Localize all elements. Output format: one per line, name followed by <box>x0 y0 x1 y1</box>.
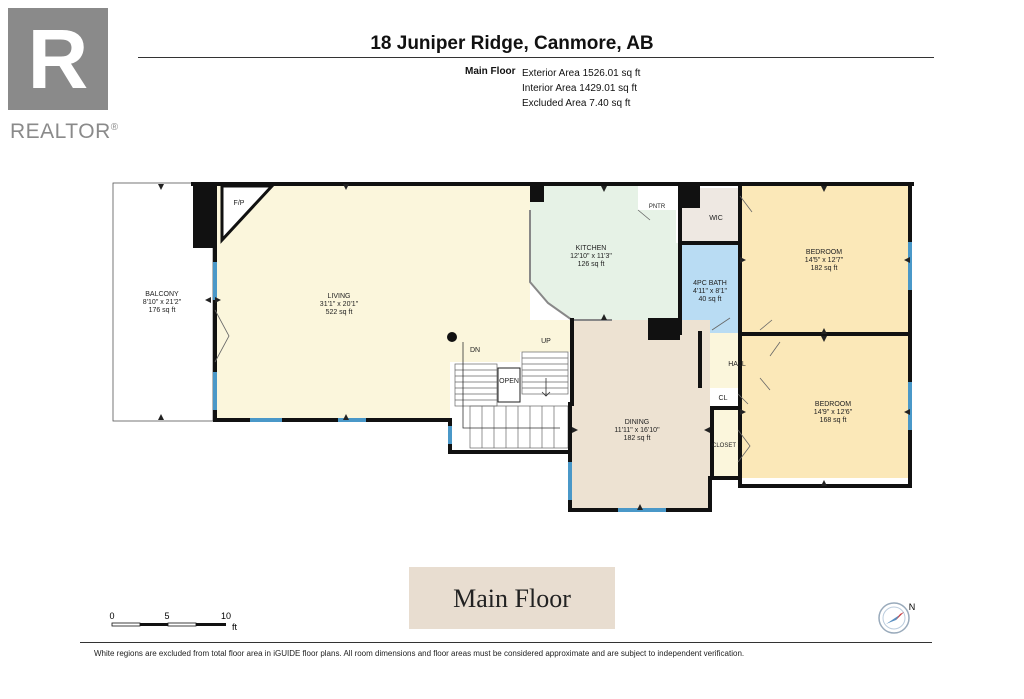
doors <box>214 195 781 463</box>
balcony-dims: 8'10" x 21'2" <box>143 299 182 306</box>
pntr-name: PNTR <box>649 204 666 210</box>
room-labels: BALCONY 8'10" x 21'2" 176 sq ft F/P LIVI… <box>143 200 853 449</box>
kitchen-name: KITCHEN <box>576 245 607 252</box>
cl-name: CL <box>719 395 728 402</box>
fireplace <box>220 184 276 244</box>
bedroom2-area <box>740 336 910 478</box>
dining-dims: 11'11" x 16'10" <box>614 427 660 434</box>
page-title: 18 Juniper Ridge, Canmore, AB <box>370 33 654 54</box>
wall-block <box>648 318 680 340</box>
balcony-name: BALCONY <box>145 291 179 298</box>
staircase <box>454 342 569 449</box>
scale-label-5: 5 <box>164 611 169 621</box>
floor-legend-text: Main Floor <box>453 584 571 613</box>
area-summary: Exterior Area 1526.01 sq ft Interior Are… <box>522 66 640 111</box>
fp-name: F/P <box>234 200 245 207</box>
dining-size: 182 sq ft <box>624 435 651 442</box>
bath-name: 4PC BATH <box>693 280 727 287</box>
balcony-size: 176 sq ft <box>149 307 176 314</box>
realtor-r-icon: R <box>28 12 89 106</box>
open-label: OPEN <box>499 378 519 385</box>
dining-area <box>572 320 710 510</box>
compass-north: N <box>909 602 916 612</box>
footer-divider <box>80 642 932 643</box>
scale-label-10: 10 <box>221 611 231 621</box>
kitchen-area <box>530 186 680 320</box>
interior-area: Interior Area 1429.01 sq ft <box>522 83 638 94</box>
header-divider <box>138 57 934 58</box>
dimension-ticks <box>158 184 910 510</box>
exterior-area: Exterior Area 1526.01 sq ft <box>522 68 641 79</box>
svg-text:R: R <box>28 12 89 106</box>
realtor-logo: R REALTOR® <box>8 8 122 143</box>
living-name: LIVING <box>328 293 351 300</box>
bedroom2-dims: 14'9" x 12'6" <box>814 409 853 416</box>
scale-label-0: 0 <box>109 611 114 621</box>
closet-name: CLOSET <box>712 443 736 449</box>
kitchen-counter <box>529 210 612 321</box>
bedroom2-size: 168 sq ft <box>820 417 847 424</box>
bedroom1-name: BEDROOM <box>806 249 842 256</box>
dining-name: DINING <box>625 419 650 426</box>
disclaimer: White regions are excluded from total fl… <box>94 649 745 658</box>
excluded-area: Excluded Area 7.40 sq ft <box>522 98 631 109</box>
newel-post <box>447 332 457 342</box>
bedroom1-size: 182 sq ft <box>811 265 838 272</box>
living-dims: 31'1" x 20'1" <box>320 301 359 308</box>
bath-dims: 4'11" x 8'1" <box>693 288 727 295</box>
up-label: UP <box>541 338 551 345</box>
bedroom1-area <box>740 186 910 332</box>
wic-name: WIC <box>709 215 723 222</box>
floor-legend: Main Floor <box>409 567 615 629</box>
realtor-wordmark: REALTOR® <box>10 120 119 143</box>
dn-label: DN <box>470 347 480 354</box>
closet-area <box>712 408 738 478</box>
scale-unit: ft <box>232 622 238 632</box>
floor-label: Main Floor <box>465 66 516 77</box>
kitchen-size: 126 sq ft <box>578 261 605 268</box>
bedroom2-name: BEDROOM <box>815 401 851 408</box>
bath-size: 40 sq ft <box>699 296 722 303</box>
living-size: 522 sq ft <box>326 309 353 316</box>
column-block <box>530 186 544 202</box>
bedroom1-dims: 14'5" x 12'7" <box>805 257 844 264</box>
scale-bar: 0 5 10 ft <box>109 611 238 632</box>
kitchen-dims: 12'10" x 11'3" <box>570 253 612 260</box>
compass-icon: N <box>878 602 916 634</box>
hall-name: HALL <box>728 361 746 368</box>
chimney-block <box>193 184 215 248</box>
realtor-logo-mark: R <box>8 8 108 110</box>
living-area <box>215 186 572 418</box>
wall-block-2 <box>680 186 700 208</box>
